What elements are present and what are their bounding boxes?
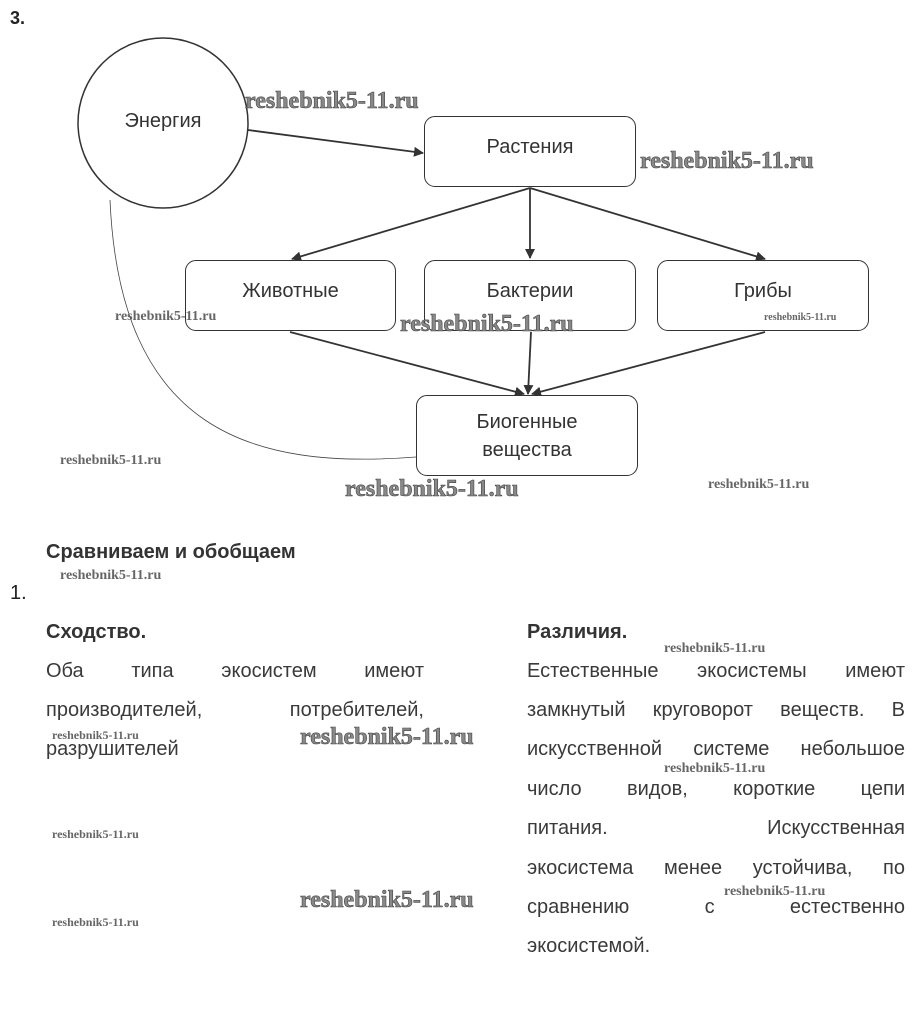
differences-line: Естественные экосистемы имеют	[527, 660, 905, 682]
similarity-line: производителей, потребителей,	[46, 699, 424, 721]
similarity-line: Оба типа экосистем имеют	[46, 660, 424, 682]
watermark: reshebnik5-11.ru	[52, 827, 139, 841]
node-plants-label: Растения	[486, 136, 574, 158]
arrow-animals-biogenic	[289, 331, 525, 397]
ecosystem-diagram	[77, 37, 766, 460]
node-biogenic: Биогенные вещества	[416, 395, 638, 476]
node-bacteria-label: Бактерии	[486, 280, 574, 302]
node-fungi: Грибы	[657, 260, 869, 331]
arrow-fungi-biogenic	[531, 331, 766, 397]
differences-line: искусственной системе небольшое	[527, 738, 905, 760]
watermark: reshebnik5-11.ru	[60, 568, 162, 583]
similarity-heading: Сходство.	[46, 621, 147, 643]
energy-circle	[77, 37, 249, 209]
arrow-plants-fungi	[529, 187, 766, 262]
differences-heading: Различия.	[527, 621, 628, 643]
node-plants: Растения	[424, 116, 636, 187]
node-biogenic-label-2: вещества	[482, 438, 572, 461]
arrow-plants-animals	[291, 187, 531, 262]
arrow-bacteria-biogenic	[523, 331, 534, 395]
node-biogenic-label-1: Биогенные	[476, 410, 578, 433]
watermark: reshebnik5-11.ru	[52, 915, 139, 929]
differences-line: замкнутый круговорот веществ. В	[527, 699, 905, 721]
watermark: reshebnik5-11.ru	[300, 724, 474, 751]
node-animals: Животные	[185, 260, 396, 331]
energy-label: Энергия	[124, 109, 202, 132]
watermark: reshebnik5-11.ru	[300, 887, 474, 914]
section-title: Сравниваем и обобщаем	[46, 541, 296, 563]
energy-label-box: Энергия	[78, 38, 248, 208]
arrow-energy-plants	[247, 129, 424, 157]
watermark: reshebnik5-11.ru	[664, 641, 766, 656]
task-number-1: 1.	[10, 582, 27, 604]
differences-line: питания. Искусственная	[527, 817, 905, 839]
differences-line: сравнению с естественно	[527, 896, 905, 918]
cycle-connector	[109, 199, 417, 460]
differences-line: экосистема менее устойчива, по	[527, 857, 905, 879]
task-number-3: 3.	[10, 8, 26, 28]
differences-line: число видов, короткие цепи	[527, 778, 905, 800]
node-bacteria: Бактерии	[424, 260, 636, 331]
watermark: reshebnik5-11.ru	[664, 761, 766, 776]
node-fungi-label: Грибы	[734, 280, 792, 302]
similarity-line: разрушителей	[46, 738, 179, 760]
node-animals-label: Животные	[242, 280, 339, 302]
differences-line: экосистемой.	[527, 935, 651, 957]
